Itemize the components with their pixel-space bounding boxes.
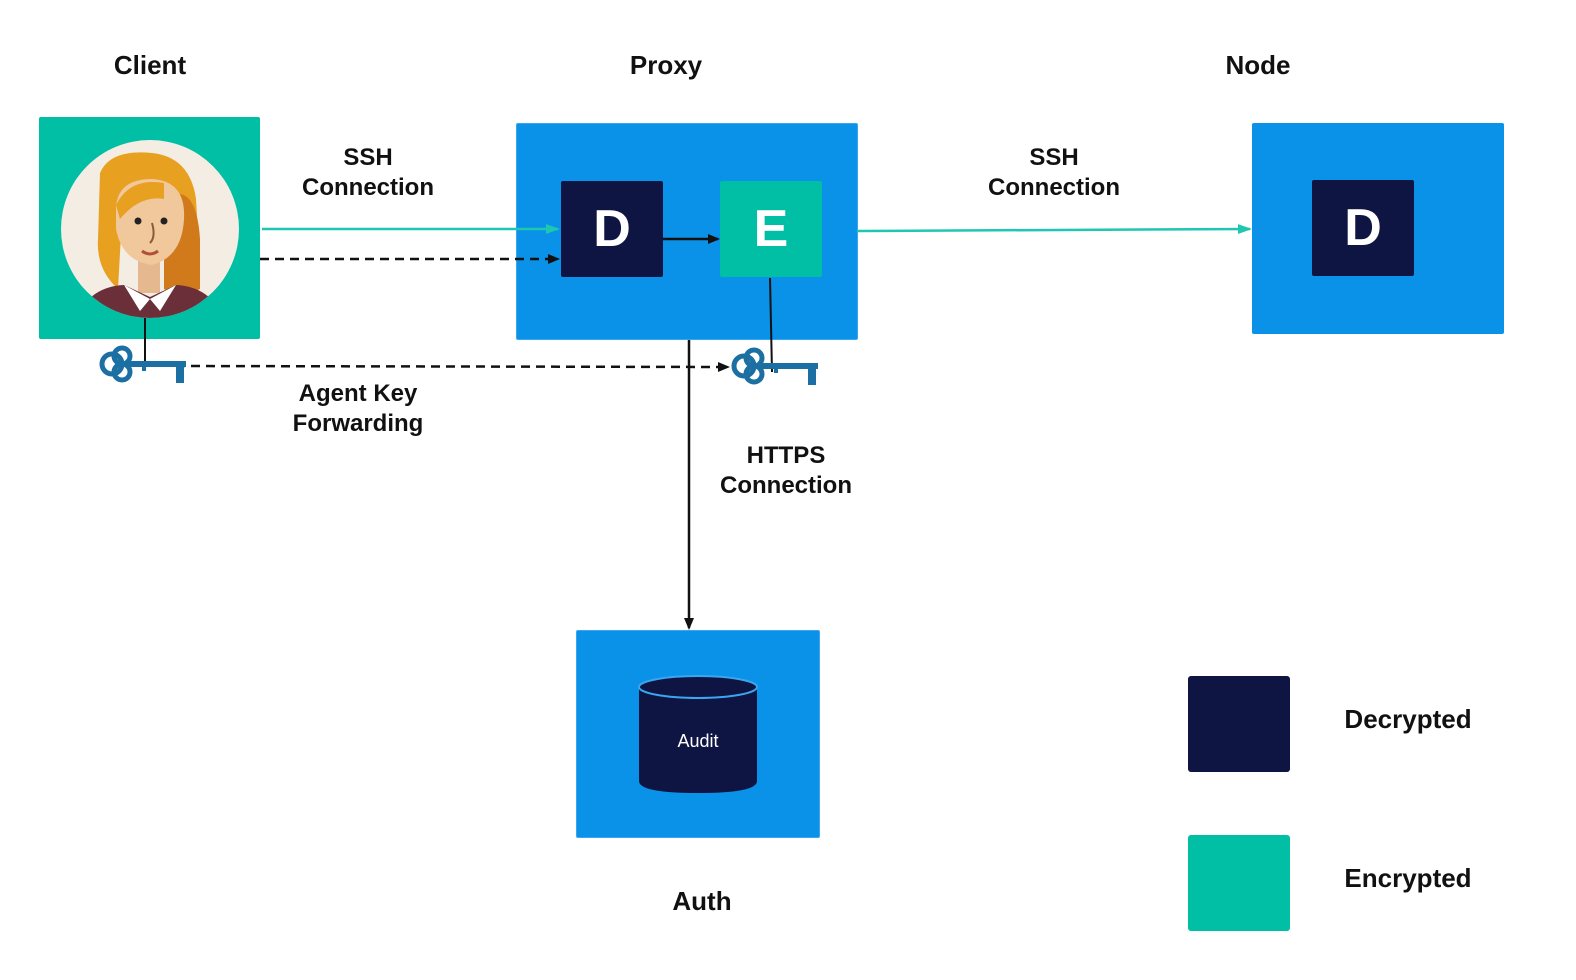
legend-decrypted-label: Decrypted (1344, 704, 1472, 734)
client-heading: Client (113, 50, 187, 80)
https-label: HTTPS Connection (696, 441, 876, 501)
node-box: D (1252, 123, 1504, 334)
auth-heading: Auth (672, 886, 732, 916)
client-key-icon (98, 342, 190, 388)
node-decrypt-block: D (1312, 180, 1414, 276)
client-ssh-label-line1: SSH (343, 144, 393, 171)
agent-forwarding-label-line1: Agent Key (298, 380, 418, 407)
node-ssh-line (856, 224, 1252, 235)
database-label: Audit (677, 731, 719, 751)
client-ssh-label-line2: Connection (302, 174, 434, 201)
proxy-encrypt-block: E (720, 181, 822, 277)
woman-avatar-icon (60, 139, 240, 319)
node-ssh-label: SSH Connection (964, 143, 1144, 203)
database-icon: Audit (637, 673, 759, 797)
proxy-key-icon (730, 344, 822, 390)
https-label-line1: HTTPS (746, 442, 826, 469)
client-box (39, 117, 260, 339)
https-label-line2: Connection (720, 472, 852, 499)
node-ssh-label-line2: Connection (988, 174, 1120, 201)
agent-forwarding-label: Agent Key Forwarding (268, 379, 448, 439)
proxy-box: D E (516, 123, 858, 340)
client-ssh-label: SSH Connection (278, 143, 458, 203)
auth-box: Audit (576, 630, 820, 838)
proxy-heading: Proxy (629, 50, 703, 80)
legend-encrypted-label: Encrypted (1344, 863, 1472, 893)
legend-decrypted-swatch (1188, 676, 1290, 772)
node-heading: Node (1225, 50, 1291, 80)
agent-forward-line (175, 361, 730, 372)
node-ssh-label-line1: SSH (1029, 144, 1079, 171)
e-key-line (769, 277, 773, 373)
agent-forwarding-label-line2: Forwarding (292, 410, 424, 437)
proxy-decrypt-block: D (561, 181, 663, 277)
legend-encrypted-swatch (1188, 835, 1290, 931)
